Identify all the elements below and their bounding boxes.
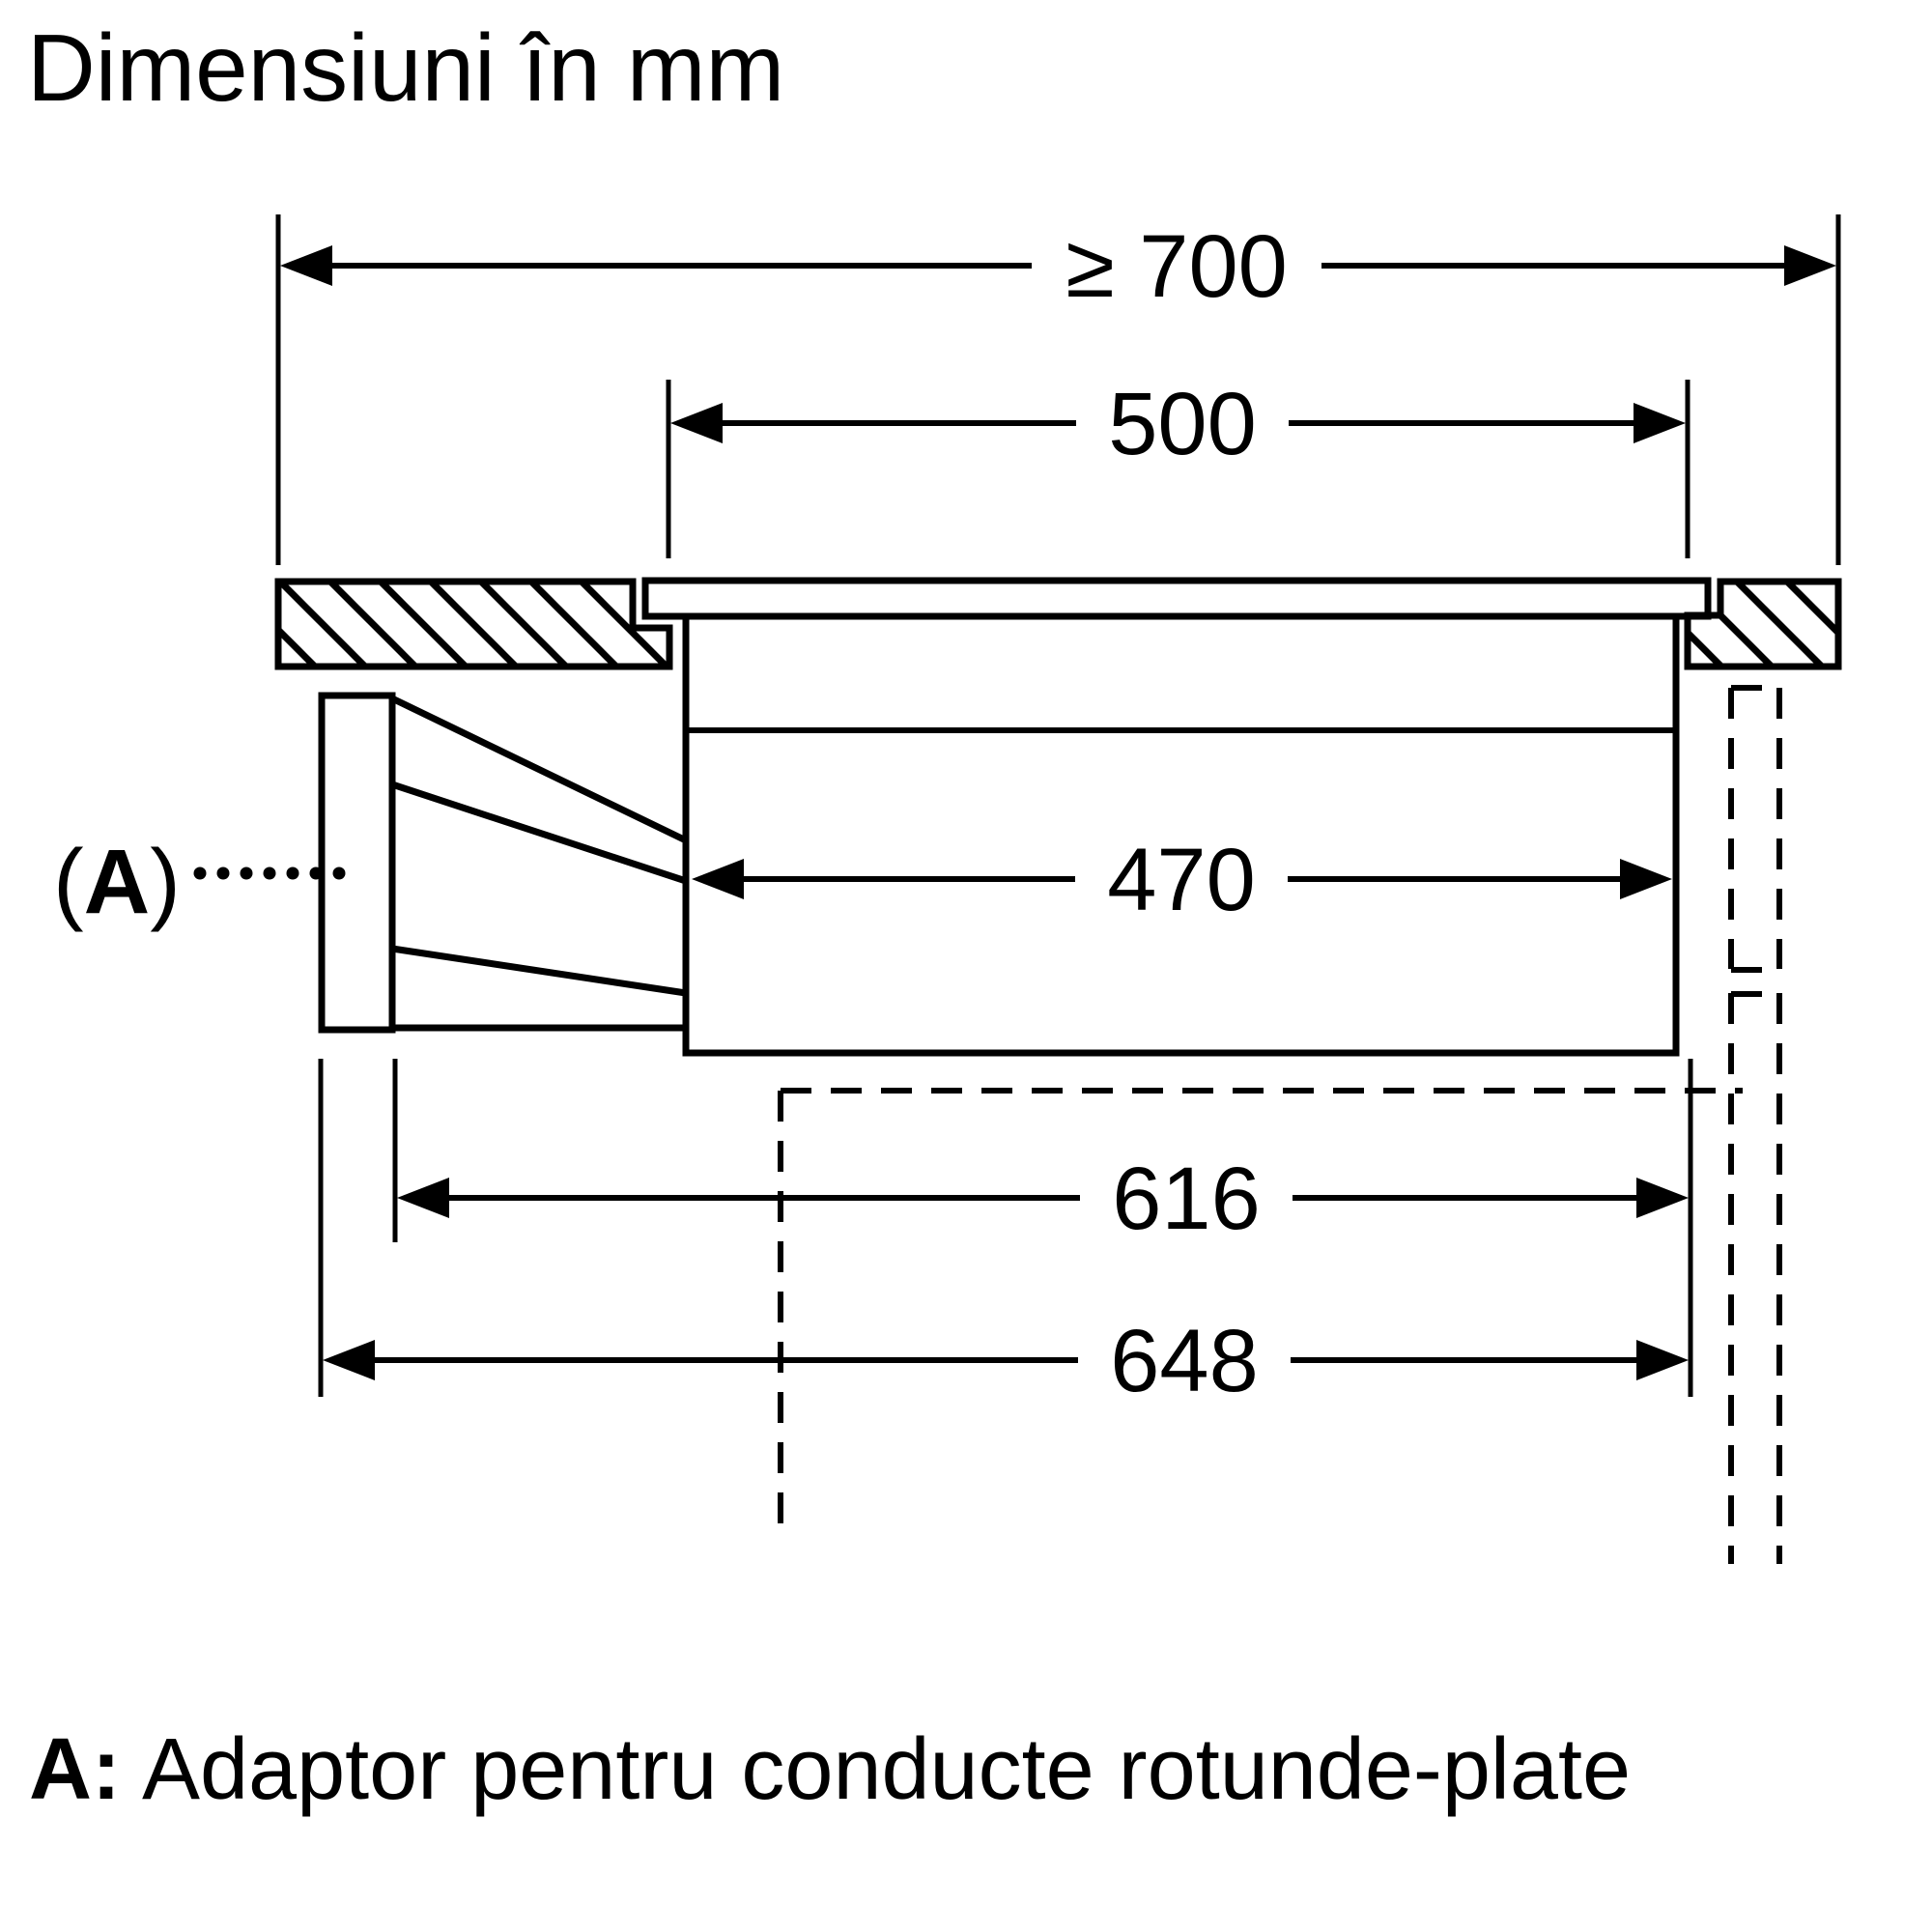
dimension-470: 470 [692,831,1672,929]
footnote: A:Adaptor pentru conducte rotunde-plate [29,1721,1631,1818]
adapter-face-plate [318,692,396,1034]
dimension-text-616: 616 [1112,1150,1261,1248]
adapter-label-letter: A [84,831,151,933]
adapter-funnel-line-top [392,696,688,844]
cabinet-dashed-outline [778,1088,1743,1538]
arrowhead-right [1620,859,1672,899]
arrowhead-left [280,245,332,286]
dimension-text-648: 648 [1110,1312,1259,1410]
leader-dot [216,867,230,880]
footnote-text: Adaptor pentru conducte rotunde-plate [142,1721,1631,1818]
worktop-right-hatched-section [1684,578,1842,670]
worktop-left-hatched-section [274,578,673,670]
adapter-label-paren-open: ( [53,831,84,933]
dimension-min-700: ≥ 700 [275,214,1841,565]
hob-body [682,612,1680,1057]
dimension-text-470: 470 [1107,831,1256,929]
arrowhead-right [1636,1340,1689,1380]
leader-dot [309,867,323,880]
arrowhead-right [1784,245,1836,286]
leader-dot [332,867,346,880]
leader-dot [263,867,276,880]
arrowhead-left [323,1340,375,1380]
adapter-funnel-line-middle [390,781,688,885]
duct-adapter [318,692,688,1034]
dimension-648: 648 [318,1059,1689,1410]
arrowhead-left [692,859,744,899]
leader-dot [286,867,299,880]
adapter-funnel-line-lower [391,945,687,997]
duct-dashed-outline [1728,685,1782,1564]
dimension-616: 616 [392,1059,1693,1397]
arrowhead-left [670,403,723,443]
drawing-title: Dimensiuni în mm [27,14,784,121]
dotted-leader-line [193,867,346,880]
footnote-prefix: A: [29,1721,121,1818]
adapter-label: (A) [53,831,181,933]
hob-glass-top-plate [641,577,1712,620]
adapter-label-paren-close: ) [150,831,181,933]
dimension-text-min-700: ≥ 700 [1065,217,1288,316]
arrowhead-left [397,1178,449,1218]
leader-dot [193,867,207,880]
arrowhead-right [1634,403,1686,443]
dimension-500: 500 [666,375,1690,558]
leader-dot [240,867,253,880]
arrowhead-right [1636,1178,1689,1218]
dimension-text-500: 500 [1108,375,1257,473]
